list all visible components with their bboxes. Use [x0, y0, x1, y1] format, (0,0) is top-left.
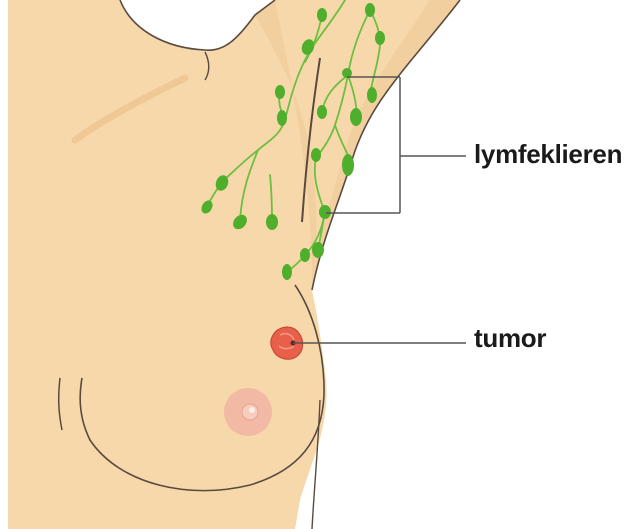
lymph-nodes-label: lymfeklieren: [474, 139, 622, 170]
tumor-label: tumor: [474, 323, 546, 354]
nipple-highlight: [249, 407, 255, 413]
